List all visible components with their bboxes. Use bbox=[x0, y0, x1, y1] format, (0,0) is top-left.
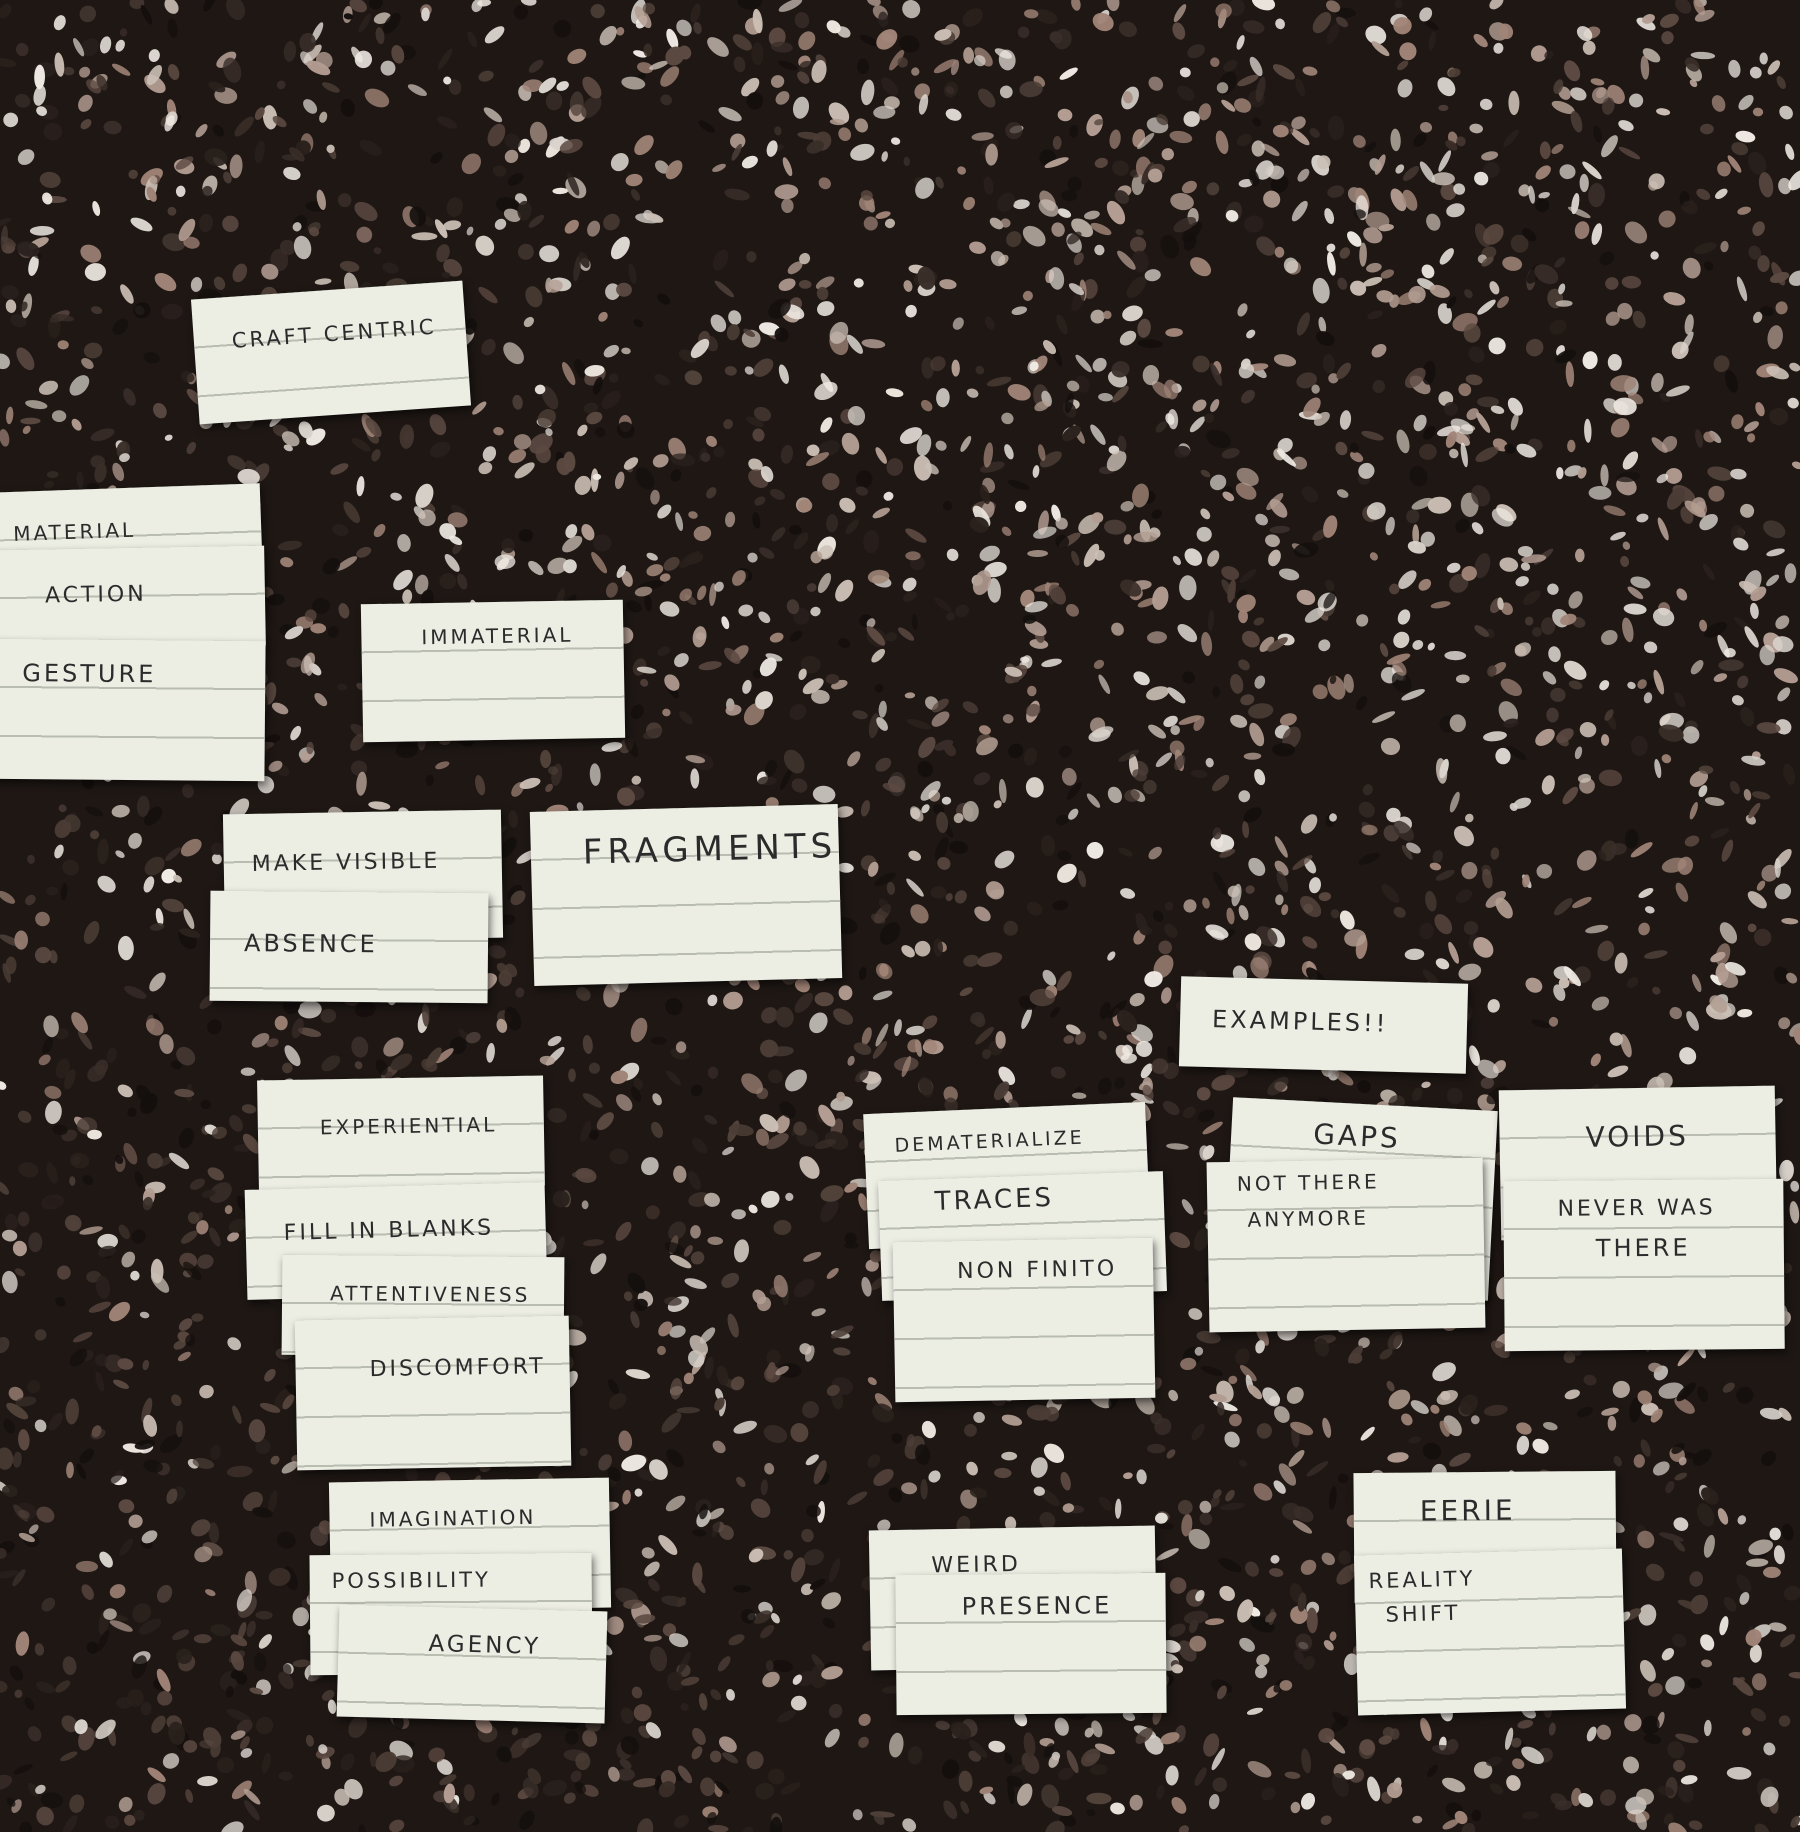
card-possibility-label: POSSIBILITY bbox=[331, 1567, 492, 1594]
card-discomfort: DISCOMFORT bbox=[294, 1315, 572, 1471]
card-craft-centric: CRAFT CENTRIC bbox=[190, 280, 472, 425]
card-make-visible-label: MAKE VISIBLE bbox=[251, 848, 441, 877]
card-eerie-label: EERIE bbox=[1419, 1493, 1516, 1528]
card-presence-label: PRESENCE bbox=[961, 1591, 1113, 1621]
card-discomfort-label: DISCOMFORT bbox=[369, 1354, 546, 1383]
card-examples: EXAMPLES!! bbox=[1178, 976, 1469, 1074]
card-never-was-label: NEVER WAS bbox=[1557, 1195, 1716, 1222]
card-immaterial-label: IMMATERIAL bbox=[421, 622, 574, 650]
card-never-was-there: NEVER WAS THERE bbox=[1503, 1178, 1785, 1352]
card-experiential: EXPERIENTIAL bbox=[257, 1075, 545, 1191]
card-reality-label: REALITY bbox=[1368, 1566, 1476, 1594]
card-action-label: ACTION bbox=[44, 581, 147, 609]
card-agency: AGENCY bbox=[336, 1604, 608, 1724]
card-immaterial: IMMATERIAL bbox=[360, 599, 626, 743]
card-anymore-label: ANYMORE bbox=[1247, 1205, 1370, 1232]
card-material-label: MATERIAL bbox=[12, 517, 137, 546]
card-fill-in-blanks-label: FILL IN BLANKS bbox=[283, 1215, 495, 1246]
card-craft-centric-label: CRAFT CENTRIC bbox=[231, 314, 438, 353]
card-fragments: FRAGMENTS bbox=[529, 803, 843, 987]
card-shift-label: SHIFT bbox=[1385, 1600, 1461, 1627]
card-action: ACTION bbox=[0, 545, 266, 651]
card-not-there-label: NOT THERE bbox=[1236, 1169, 1380, 1196]
card-examples-label: EXAMPLES!! bbox=[1211, 1005, 1389, 1038]
card-gesture-label: GESTURE bbox=[22, 659, 157, 689]
card-gaps-label: GAPS bbox=[1312, 1117, 1402, 1156]
card-non-finito: NON FINITO bbox=[892, 1237, 1156, 1403]
card-traces-label: TRACES bbox=[934, 1182, 1055, 1218]
card-experiential-label: EXPERIENTIAL bbox=[319, 1112, 498, 1140]
card-attentiveness-label: ATTENTIVENESS bbox=[330, 1281, 531, 1307]
card-reality-shift: REALITY SHIFT bbox=[1353, 1548, 1627, 1716]
card-agency-label: AGENCY bbox=[428, 1630, 542, 1660]
card-gesture: GESTURE bbox=[0, 638, 266, 782]
card-absence-label: ABSENCE bbox=[243, 929, 378, 959]
card-voids-label: VOIDS bbox=[1585, 1119, 1690, 1154]
card-there-label: THERE bbox=[1595, 1233, 1691, 1263]
card-absence: ABSENCE bbox=[209, 890, 489, 1004]
card-imagination-label: IMAGINATION bbox=[369, 1504, 537, 1532]
card-non-finito-label: NON FINITO bbox=[956, 1256, 1118, 1285]
card-dematerialize-label: DEMATERIALIZE bbox=[894, 1126, 1086, 1157]
card-not-there-anymore: NOT THERE ANYMORE bbox=[1206, 1157, 1486, 1333]
card-presence: PRESENCE bbox=[895, 1572, 1167, 1716]
card-fragments-label: FRAGMENTS bbox=[582, 826, 838, 873]
